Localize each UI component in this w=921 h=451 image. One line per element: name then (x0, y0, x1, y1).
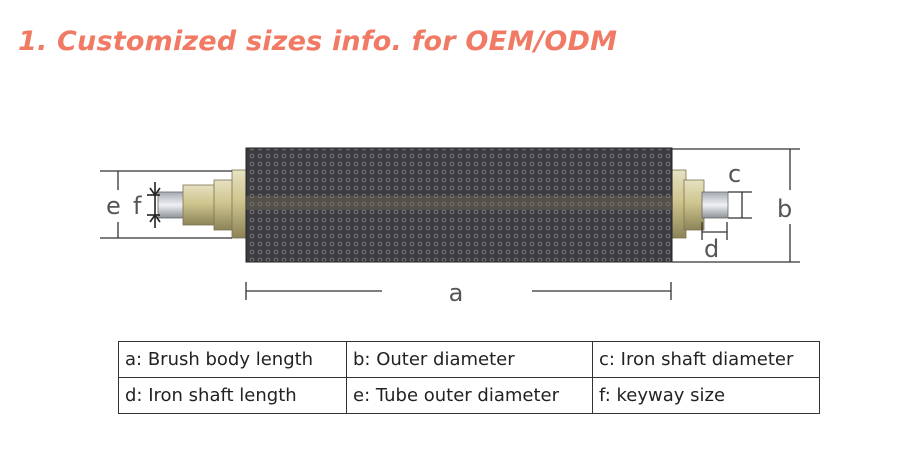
label-e: e (106, 192, 121, 220)
dimension-d (701, 222, 728, 240)
table-cell: c: Iron shaft diameter (592, 341, 820, 378)
label-c: c (728, 160, 741, 188)
label-a: a (449, 279, 464, 307)
dimension-c (728, 191, 752, 219)
table-row: d: Iron shaft length e: Tube outer diame… (118, 377, 820, 414)
label-f: f (133, 192, 142, 220)
left-shaft (157, 169, 249, 239)
brush-body (245, 147, 673, 263)
size-spec-table: a: Brush body length b: Outer diameter c… (118, 341, 820, 414)
dimension-f (147, 182, 161, 228)
label-d: d (704, 235, 719, 263)
label-b: b (777, 195, 792, 223)
brush-roller-diagram: a b c d e f (100, 147, 800, 307)
table-cell: e: Tube outer diameter (346, 377, 593, 414)
table-cell: a: Brush body length (118, 341, 347, 378)
table-row: a: Brush body length b: Outer diameter c… (118, 341, 820, 378)
dimension-e (100, 170, 232, 239)
table-cell: f: keyway size (592, 377, 820, 414)
right-shaft (669, 169, 729, 239)
dimension-b (672, 148, 800, 263)
table-cell: d: Iron shaft length (118, 377, 347, 414)
dimension-a (245, 282, 672, 300)
table-cell: b: Outer diameter (346, 341, 593, 378)
page-title: 1. Customized sizes info. for OEM/ODM (18, 26, 618, 57)
